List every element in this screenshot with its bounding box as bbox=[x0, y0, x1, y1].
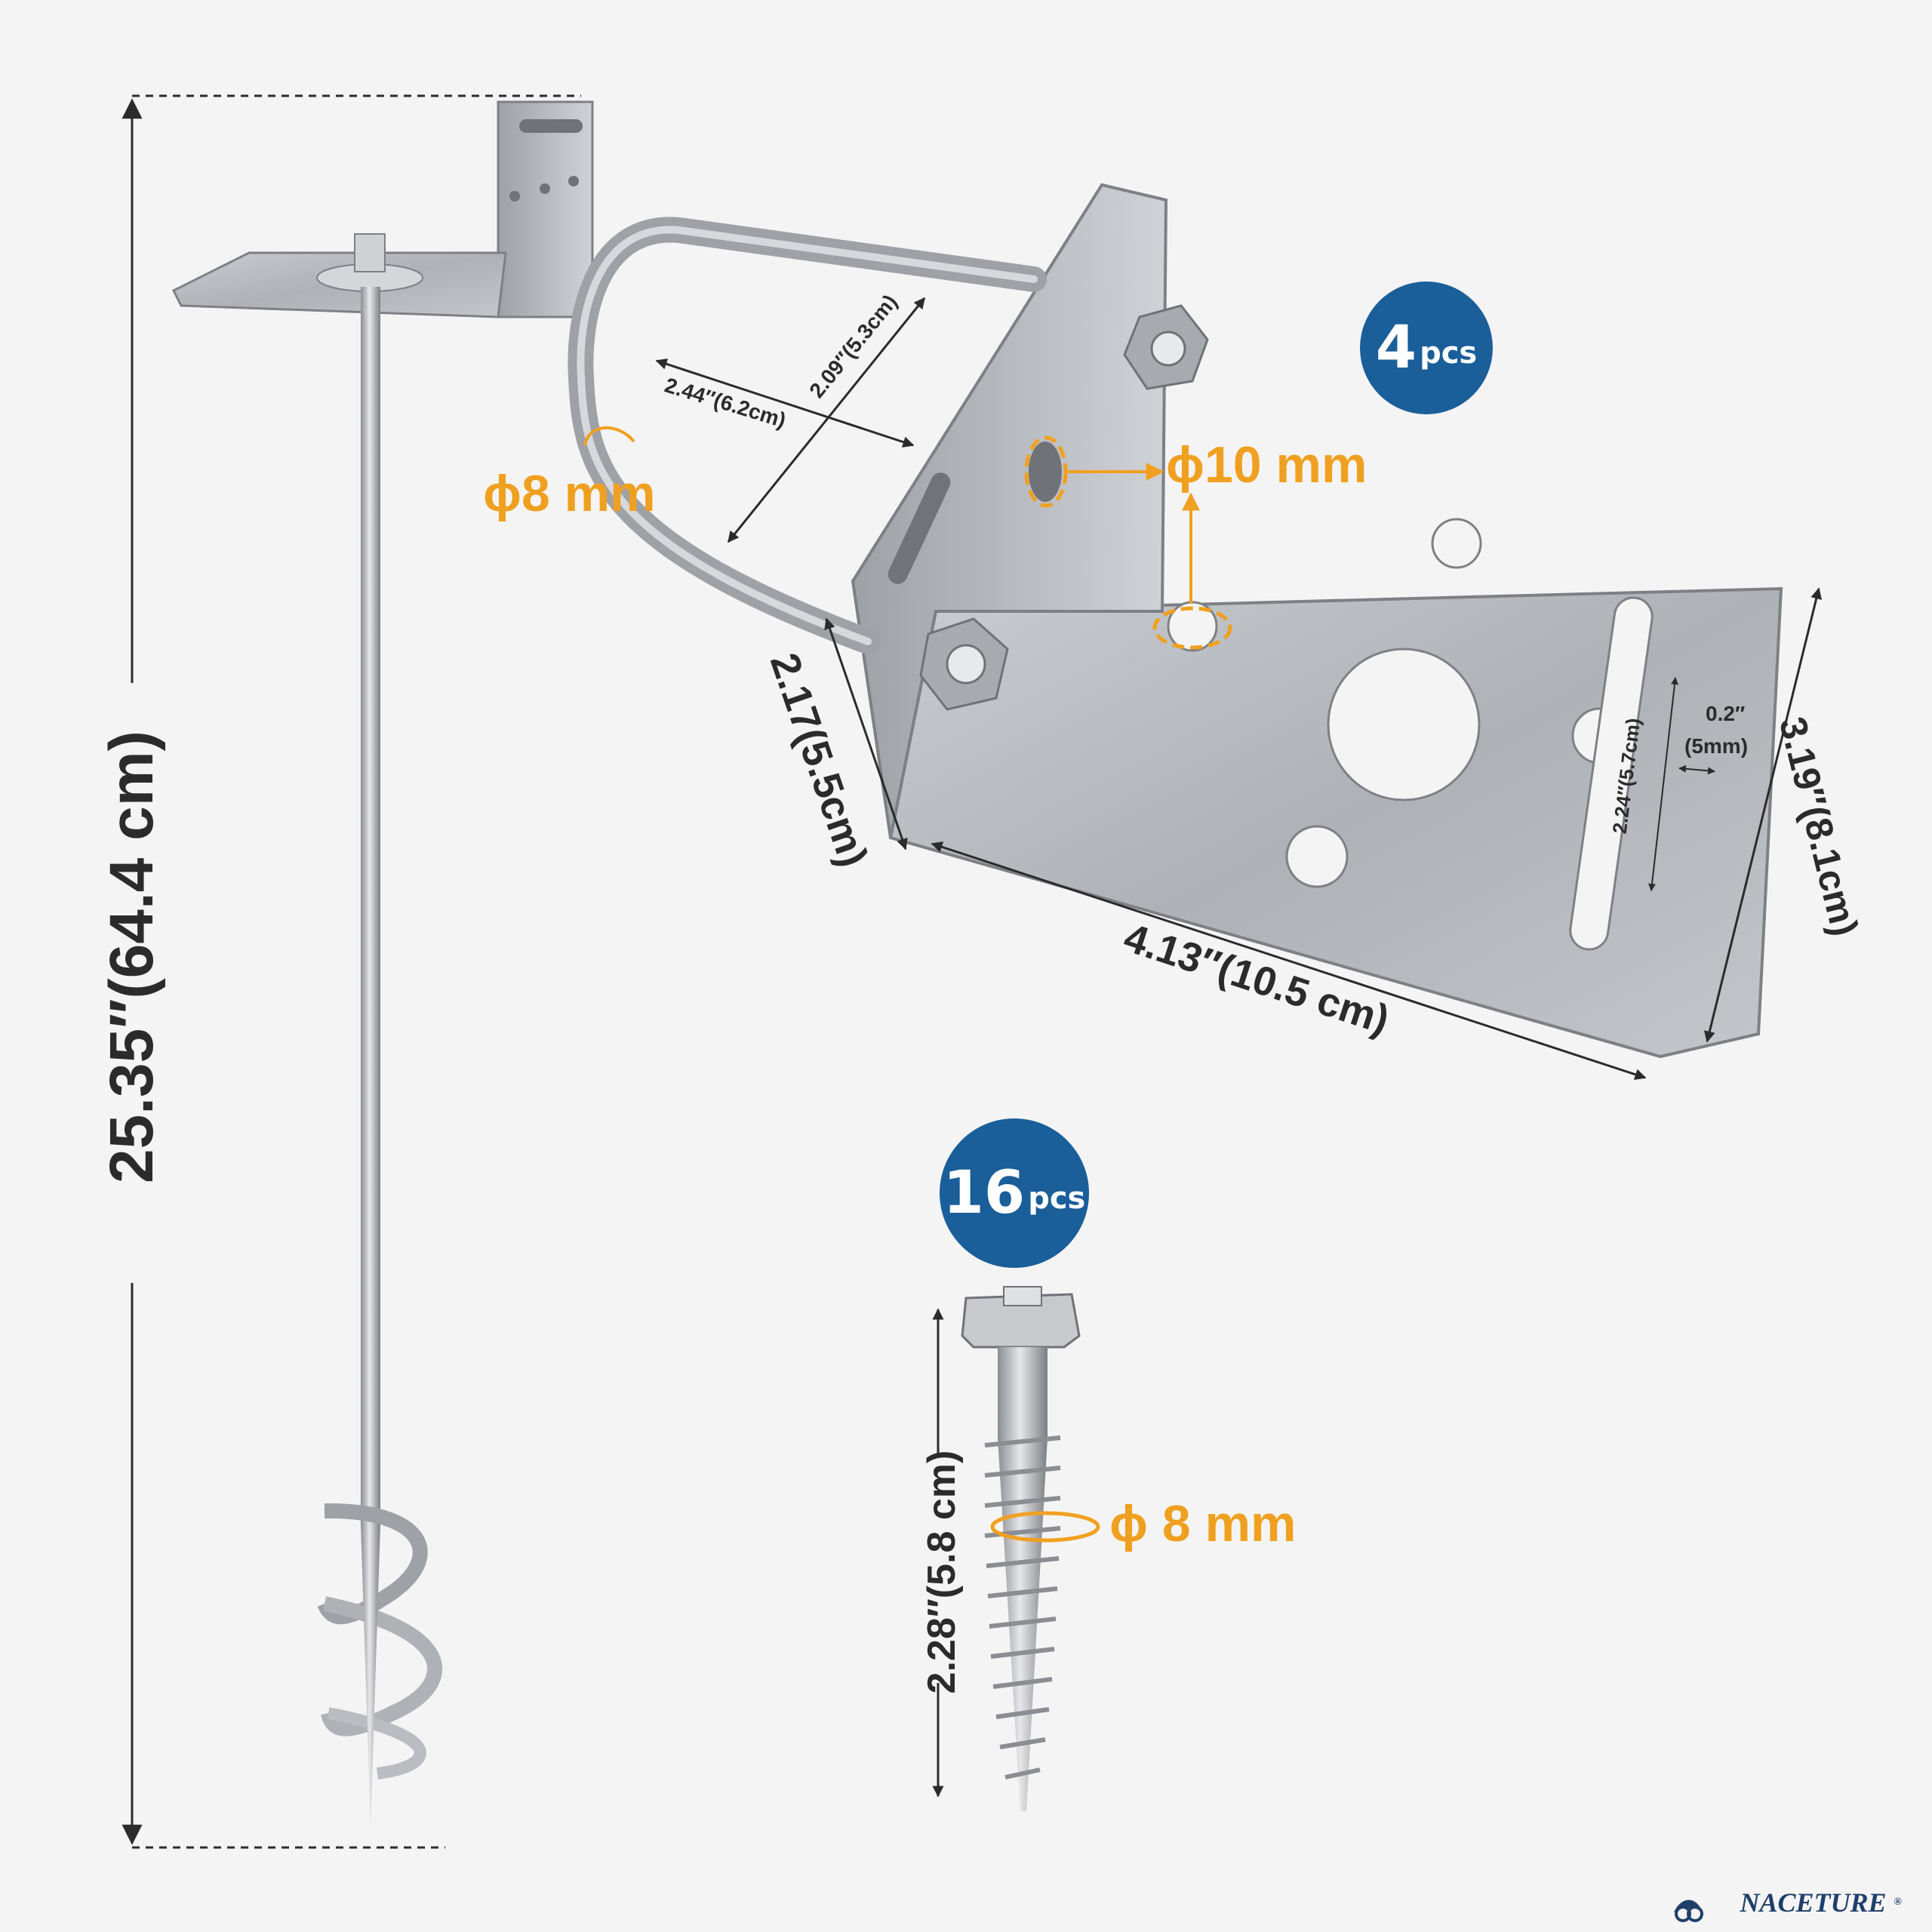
bracket-qty-number: 4 bbox=[1375, 314, 1417, 382]
plate-width-arrow bbox=[1703, 587, 1823, 1043]
bracket-dimensions bbox=[583, 297, 1823, 1080]
plate-length-arrow bbox=[931, 841, 1647, 1080]
slot-width-arrow bbox=[1678, 764, 1715, 775]
slot-length-arrow bbox=[1648, 677, 1678, 891]
screw-diameter-ring bbox=[990, 1511, 1100, 1543]
bracket-qty-unit: pcs bbox=[1420, 336, 1478, 371]
screw-quantity-badge: 16 pcs bbox=[940, 1118, 1089, 1268]
screw-length-label: 2.28″(5.8 cm) bbox=[920, 1450, 964, 1694]
screw-qty-unit: pcs bbox=[1028, 1181, 1086, 1216]
bracket-quantity-badge: 4 pcs bbox=[1360, 281, 1493, 414]
brand-registered-mark: ® bbox=[1894, 1897, 1902, 1908]
hole-highlight-bottom bbox=[1152, 606, 1232, 650]
thread-length-arrow bbox=[824, 617, 908, 851]
ubolt-diameter-label: ϕ8 mm bbox=[483, 465, 656, 522]
hole-diameter-label: ϕ10 mm bbox=[1166, 436, 1367, 494]
lag-screw bbox=[932, 1286, 1100, 1811]
slot-width-in-label: 0.2″ bbox=[1706, 702, 1746, 725]
brand-wordmark: NACETURE ® bbox=[1699, 1887, 1902, 1918]
nacture-logo-icon bbox=[1674, 1900, 1703, 1922]
ground-anchor bbox=[122, 94, 594, 1849]
anchor-length-label: 25.35″(64.4 cm) bbox=[97, 731, 166, 1183]
hole-highlight-top bbox=[1024, 435, 1068, 508]
brand-name: NACETURE bbox=[1740, 1887, 1887, 1918]
ubolt-diameter-marker bbox=[583, 426, 635, 446]
ubolt-height-arrow bbox=[727, 297, 926, 543]
screw-qty-number: 16 bbox=[943, 1159, 1026, 1227]
screw-diameter-label: ϕ 8 mm bbox=[1109, 1495, 1297, 1552]
slot-width-mm-label: (5mm) bbox=[1684, 734, 1749, 758]
